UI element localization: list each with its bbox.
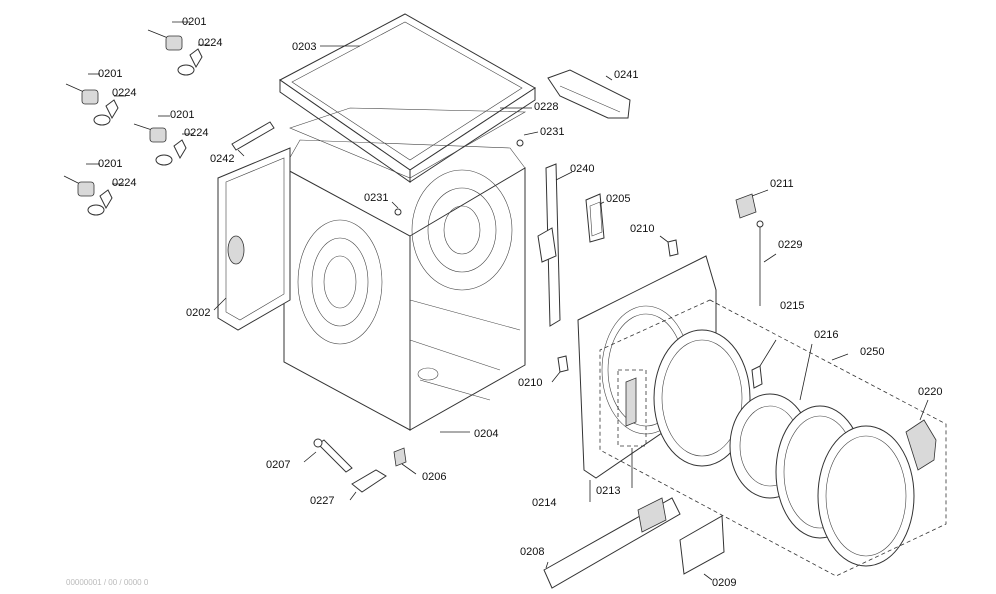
- label-0250: 0250: [860, 346, 884, 358]
- label-0209: 0209: [712, 577, 736, 589]
- label-0214: 0214: [532, 497, 556, 509]
- label-0224-b: 0224: [112, 87, 136, 99]
- label-0210-b: 0210: [518, 377, 542, 389]
- label-0231-b: 0231: [364, 192, 388, 204]
- label-0240: 0240: [570, 163, 594, 175]
- drawer-handle-0209: [679, 515, 725, 581]
- foot-assembly-4: [63, 163, 124, 216]
- foot-assembly-2: [65, 73, 126, 126]
- cable-0229: [756, 220, 777, 306]
- rear-panel-0202: [213, 147, 291, 331]
- side-strut-0240: [537, 163, 573, 327]
- screw-0231a: [516, 139, 524, 147]
- label-0242: 0242: [210, 153, 234, 165]
- label-0205: 0205: [606, 193, 630, 205]
- label-0201-a: 0201: [182, 16, 206, 28]
- label-0201-d: 0201: [98, 158, 122, 170]
- label-0207: 0207: [266, 459, 290, 471]
- handle-0215: [751, 339, 777, 389]
- screw-0231b: [394, 208, 402, 216]
- door-lock-0211: [735, 189, 769, 219]
- label-0213: 0213: [596, 485, 620, 497]
- worktop-0203: [279, 13, 536, 183]
- label-0215: 0215: [780, 300, 804, 312]
- housing-0204: [283, 139, 526, 433]
- label-0201-b: 0201: [98, 68, 122, 80]
- handle-cap-0220: [905, 399, 937, 471]
- foot-assembly-3: [133, 115, 194, 166]
- label-0206: 0206: [422, 471, 446, 483]
- label-0210-a: 0210: [630, 223, 654, 235]
- label-0203: 0203: [292, 41, 316, 53]
- hinge-0205: [585, 193, 605, 243]
- label-0201-c: 0201: [170, 109, 194, 121]
- label-0216: 0216: [814, 329, 838, 341]
- door-group-outline: [599, 299, 947, 577]
- wrench-0207: [303, 438, 353, 473]
- drawer-0208: [543, 497, 681, 589]
- label-0224-d: 0224: [112, 177, 136, 189]
- label-0204: 0204: [474, 428, 498, 440]
- lock-frame-0213: [617, 369, 647, 447]
- door-frame-0250: [775, 353, 915, 567]
- clip-0210a: [659, 235, 679, 257]
- foot-assembly-1: [147, 21, 210, 76]
- label-0231-a: 0231: [540, 126, 564, 138]
- footer-code: 00000001 / 00 / 0000 0: [66, 578, 149, 587]
- bracket-0242: [231, 121, 275, 157]
- foot-0206: [393, 447, 417, 475]
- label-0241: 0241: [614, 69, 638, 81]
- label-0220: 0220: [918, 386, 942, 398]
- label-0229: 0229: [778, 239, 802, 251]
- frame-0228: [289, 107, 532, 179]
- label-0227: 0227: [310, 495, 334, 507]
- label-0228: 0228: [534, 101, 558, 113]
- lock-plate-0213: [625, 377, 637, 427]
- door-ring: [653, 329, 751, 467]
- label-0224-a: 0224: [198, 37, 222, 49]
- label-0208: 0208: [520, 546, 544, 558]
- bracket-0227: [349, 469, 387, 501]
- bracket-0241: [547, 69, 631, 119]
- label-0224-c: 0224: [184, 127, 208, 139]
- clip-0210b: [551, 355, 569, 383]
- label-0202: 0202: [186, 307, 210, 319]
- label-0211: 0211: [770, 178, 794, 190]
